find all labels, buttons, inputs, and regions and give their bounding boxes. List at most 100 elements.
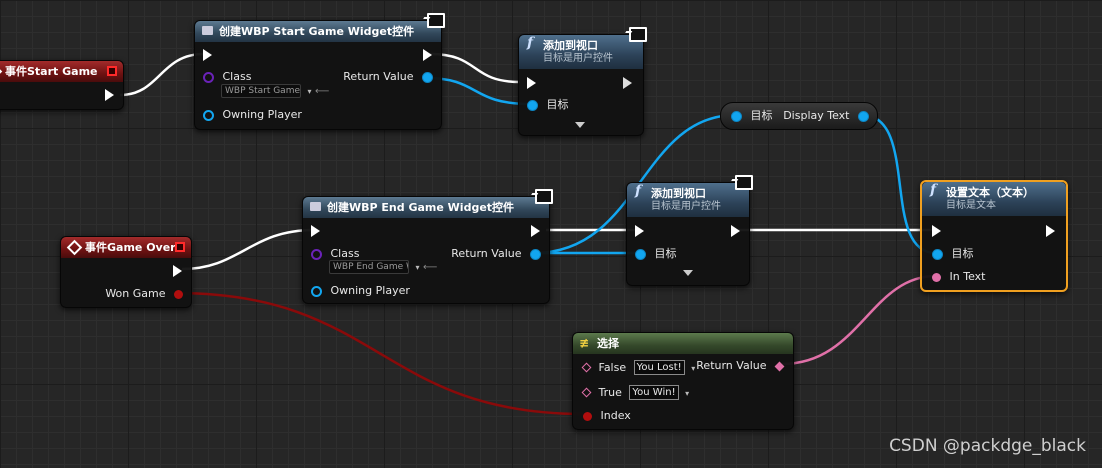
widget-icon	[202, 26, 213, 35]
won-game-label: Won Game	[105, 287, 166, 300]
expand-arrow-icon[interactable]	[683, 270, 693, 276]
class-dropdown-row: WBP End Game W ▾ ⟵	[325, 260, 437, 274]
exec-wire-create-to-viewport1	[429, 52, 521, 84]
set-text-subtitle: 目标是文本	[946, 200, 996, 211]
expand-arrow-icon[interactable]	[575, 122, 585, 128]
add-to-viewport-title-1: 添加到视口	[543, 39, 598, 52]
return-value-pin[interactable]	[422, 71, 433, 83]
exec-in-pin[interactable]	[635, 225, 644, 237]
false-value-input[interactable]: You Lost!	[633, 360, 685, 375]
won-game-row: Won Game	[105, 287, 183, 301]
event-start-game-node[interactable]: 事件Start Game	[0, 60, 124, 110]
class-pin[interactable]	[311, 248, 322, 260]
delegate-pin-icon[interactable]	[175, 242, 185, 252]
owning-player-pin[interactable]	[311, 285, 322, 297]
return-value-pin[interactable]	[530, 248, 541, 260]
false-label: False	[598, 360, 627, 374]
exec-out-pin[interactable]	[423, 49, 432, 61]
create-end-widget-node[interactable]: 创建WBP End Game Widget控件 Class WBP End Ga…	[302, 189, 553, 304]
chevron-down-icon[interactable]: ▾	[307, 87, 312, 96]
chevron-down-icon[interactable]: ▾	[691, 363, 696, 373]
true-pin[interactable]	[581, 387, 592, 398]
target-label: 目标	[546, 98, 569, 111]
select-icon: ≢	[579, 336, 590, 350]
add-to-viewport-node-1[interactable]: f 添加到视口 目标是用户控件 目标	[518, 27, 647, 136]
getter-target-pin[interactable]	[731, 110, 742, 122]
browse-arrow-icon[interactable]: ⟵	[423, 262, 438, 273]
false-row: False You Lost! ▾	[581, 360, 696, 375]
exec-out-pin[interactable]	[731, 225, 740, 237]
watermark: CSDN @packdge_black	[889, 436, 1086, 456]
owning-player-pin[interactable]	[203, 109, 214, 121]
browse-arrow-icon[interactable]: ⟵	[315, 86, 330, 97]
event-game-over-header: 事件Game Over	[61, 237, 191, 258]
exec-in-pin[interactable]	[203, 49, 212, 61]
true-label: True	[598, 385, 622, 399]
in-text-pin[interactable]	[932, 272, 941, 282]
owning-player-row: Owning Player	[203, 108, 302, 122]
exec-in-pin[interactable]	[527, 77, 536, 89]
target-pin[interactable]	[527, 99, 538, 111]
exec-wire-over-to-createend	[181, 228, 315, 271]
return-value-row: Return Value	[343, 70, 433, 84]
getter-target-row: 目标	[731, 109, 773, 123]
class-pin-row: Class	[311, 247, 359, 261]
monitor-icon	[535, 189, 553, 204]
index-label: Index	[600, 409, 631, 422]
getter-target-label: 目标	[750, 109, 773, 122]
select-node[interactable]: ≢ 选择 False You Lost! ▾ True You Win! ▾ I…	[572, 332, 794, 430]
class-dropdown[interactable]: WBP End Game W	[329, 260, 409, 274]
function-icon: f	[635, 183, 642, 199]
set-text-node[interactable]: f 设置文本（文本） 目标是文本 目标 In Text	[920, 180, 1068, 292]
display-text-pin[interactable]	[858, 110, 869, 122]
create-end-widget-title: 创建WBP End Game Widget控件	[327, 201, 515, 214]
delegate-pin-icon[interactable]	[107, 66, 117, 76]
text-wire-select-to-intext	[781, 274, 937, 366]
exec-out-pin[interactable]	[531, 225, 540, 237]
return-value-pin[interactable]	[774, 361, 785, 371]
monitor-icon	[735, 175, 753, 190]
chevron-down-icon[interactable]: ▾	[685, 388, 690, 398]
exec-out-pin[interactable]	[1046, 225, 1055, 237]
target-label: 目标	[951, 247, 974, 260]
class-pin[interactable]	[203, 71, 214, 83]
monitor-icon	[427, 13, 445, 28]
exec-out-pin[interactable]	[623, 77, 632, 89]
target-pin[interactable]	[932, 248, 943, 260]
add-to-viewport-header-1: f 添加到视口 目标是用户控件	[519, 27, 647, 69]
owning-player-row: Owning Player	[311, 284, 410, 298]
index-pin[interactable]	[583, 411, 592, 421]
bool-wire-won-to-index	[175, 291, 585, 416]
add-to-viewport-subtitle-2: 目标是用户控件	[651, 201, 721, 212]
return-value-row: Return Value	[451, 247, 541, 261]
won-game-pin[interactable]	[174, 289, 183, 299]
select-header: ≢ 选择	[573, 333, 793, 354]
event-game-over-title: 事件Game Over	[85, 241, 176, 254]
in-text-row: In Text	[932, 270, 985, 284]
target-pin[interactable]	[635, 248, 646, 260]
false-pin[interactable]	[581, 362, 592, 373]
class-pin-row: Class	[203, 70, 251, 84]
return-value-row: Return Value	[696, 359, 785, 373]
create-start-widget-node[interactable]: 创建WBP Start Game Widget控件 Class WBP Star…	[194, 13, 445, 130]
target-row: 目标	[527, 98, 569, 112]
create-end-widget-header: 创建WBP End Game Widget控件	[303, 189, 553, 218]
chevron-down-icon[interactable]: ▾	[415, 263, 420, 272]
display-text-label: Display Text	[783, 109, 850, 122]
event-game-over-node[interactable]: 事件Game Over Won Game	[60, 236, 192, 308]
add-to-viewport-node-2[interactable]: f 添加到视口 目标是用户控件 目标	[626, 175, 753, 286]
event-start-game-title: 事件Start Game	[5, 65, 98, 78]
owning-player-label: Owning Player	[330, 284, 410, 297]
exec-in-pin[interactable]	[311, 225, 320, 237]
class-dropdown[interactable]: WBP Start Game W	[221, 84, 301, 98]
exec-out-pin[interactable]	[105, 89, 114, 101]
return-value-label: Return Value	[696, 359, 767, 372]
create-start-widget-header: 创建WBP Start Game Widget控件	[195, 13, 445, 42]
set-text-title: 设置文本（文本）	[946, 186, 1034, 199]
true-value-input[interactable]: You Win!	[629, 385, 679, 400]
exec-out-pin[interactable]	[173, 265, 182, 277]
function-icon: f	[930, 182, 937, 198]
target-label: 目标	[654, 247, 677, 260]
exec-in-pin[interactable]	[932, 225, 941, 237]
display-text-getter-node[interactable]: 目标 Display Text	[720, 102, 878, 130]
